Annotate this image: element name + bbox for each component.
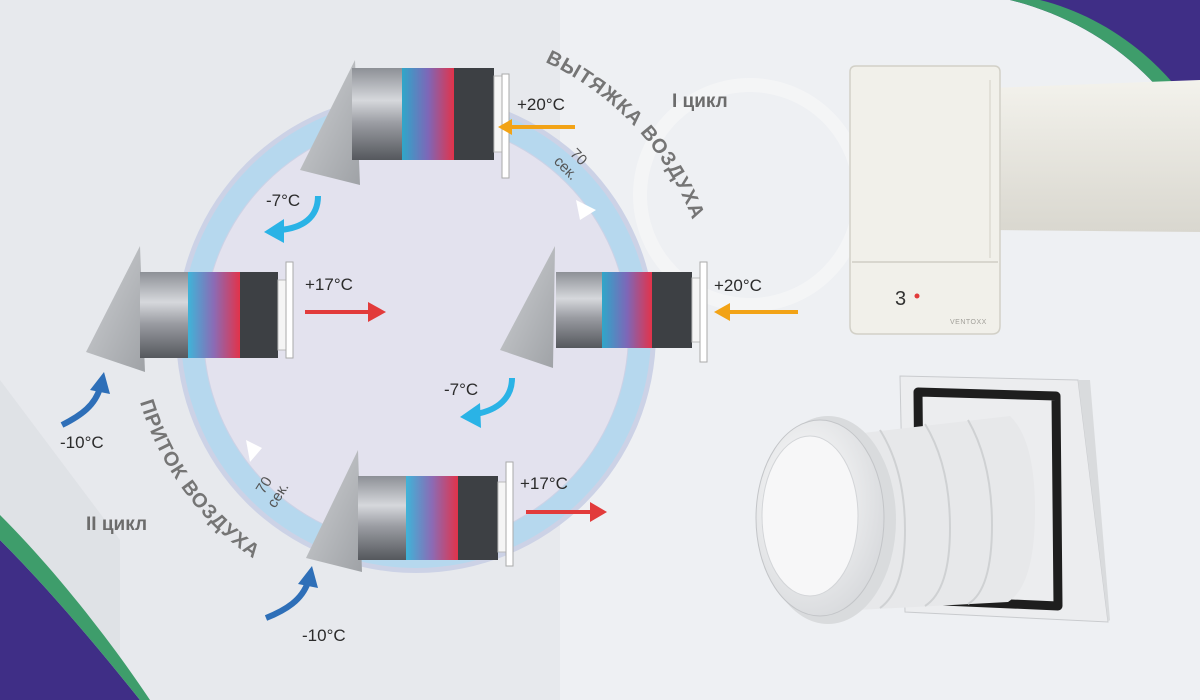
- temp-left-out: +17°C: [305, 275, 353, 294]
- arrowhead-warm-right: [714, 303, 730, 321]
- unit-top-inner-grille: [493, 75, 503, 153]
- outdoor-unit-tube-rib-1: [879, 429, 907, 609]
- arrow-intake-left: [60, 387, 103, 428]
- cycle-1-label: I цикл: [672, 91, 728, 112]
- unit-right-inner-panel: [699, 261, 708, 363]
- unit-top-hood: [300, 60, 360, 185]
- indoor-unit-photo: 3 VENTOXX: [849, 65, 1200, 335]
- unit-right: [500, 246, 708, 368]
- unit-bottom-pipe: [358, 476, 406, 560]
- corner-decoration-bottom-left: [0, 540, 140, 700]
- outdoor-unit-tube-rib-2: [924, 423, 952, 607]
- arrow-cold-right: [475, 377, 515, 417]
- arrowhead-intake-bottom: [298, 566, 318, 588]
- temp-bottom-in: -10°C: [302, 626, 346, 645]
- temp-right-out: -7°C: [444, 380, 478, 399]
- arrow-cold-top: [279, 195, 321, 233]
- ring-arrowhead-top: [576, 200, 596, 220]
- arrowhead-warm-top: [498, 119, 512, 135]
- temp-right-in: +20°C: [714, 276, 762, 295]
- unit-right-fan: [652, 272, 692, 348]
- unit-bottom-inner-grille: [497, 481, 507, 553]
- indoor-unit-led: [914, 293, 920, 299]
- unit-bottom-hood: [306, 450, 362, 572]
- arrowhead-intake-left: [90, 372, 110, 394]
- outdoor-unit-photo: [755, 375, 1110, 624]
- unit-right-hood: [500, 246, 555, 368]
- unit-right-pipe: [556, 272, 602, 348]
- unit-bottom-fan: [458, 476, 498, 560]
- corner-decoration-top-right: [1010, 0, 1200, 150]
- outdoor-unit-cap-center: [761, 435, 859, 597]
- unit-bottom-inner-panel: [505, 461, 514, 567]
- unit-top-heat-exchanger: [402, 68, 454, 160]
- arrowhead-cold-top: [264, 219, 284, 243]
- unit-left-inner-panel: [285, 261, 294, 359]
- unit-top-fan: [454, 68, 494, 160]
- unit-left-pipe: [140, 272, 188, 358]
- unit-top: [300, 60, 510, 185]
- outdoor-unit-tube-rib-3: [967, 419, 994, 605]
- unit-left-heat-exchanger: [188, 272, 240, 358]
- temp-bottom-out: +17°C: [520, 474, 568, 493]
- unit-bottom: [306, 450, 514, 572]
- arrowhead-hot-left: [368, 302, 386, 322]
- unit-right-inner-grille: [691, 277, 701, 343]
- cycle-2-label: II цикл: [86, 514, 147, 535]
- cycle-circle-inner: [204, 121, 628, 545]
- corner-stripe-bottom-left: [0, 515, 150, 700]
- unit-top-pipe: [352, 68, 404, 160]
- outdoor-unit-mount-plate-side: [1078, 380, 1110, 622]
- arrow-intake-bottom: [264, 580, 311, 621]
- unit-left: [86, 246, 294, 372]
- corner-stripe-top-right: [1010, 0, 1200, 150]
- unit-left-hood: [86, 246, 145, 372]
- temp-top-out: -7°C: [266, 191, 300, 210]
- arrowhead-hot-bottom: [590, 502, 607, 522]
- ring-arrowhead-bottom: [246, 440, 262, 462]
- indoor-unit-panel: [849, 65, 1001, 335]
- arrowhead-cold-right: [460, 403, 481, 428]
- temp-left-in: -10°C: [60, 433, 104, 452]
- duration-bottom-number: 70: [253, 474, 276, 497]
- unit-left-fan: [240, 272, 278, 358]
- temp-top-in: +20°C: [517, 95, 565, 114]
- unit-right-heat-exchanger: [602, 272, 652, 348]
- indoor-unit-brand: VENTOXX: [950, 319, 987, 326]
- unit-bottom-heat-exchanger: [406, 476, 458, 560]
- indoor-unit-display: 3: [895, 288, 906, 310]
- indoor-unit-duct: [990, 80, 1200, 232]
- unit-left-inner-grille: [277, 279, 287, 351]
